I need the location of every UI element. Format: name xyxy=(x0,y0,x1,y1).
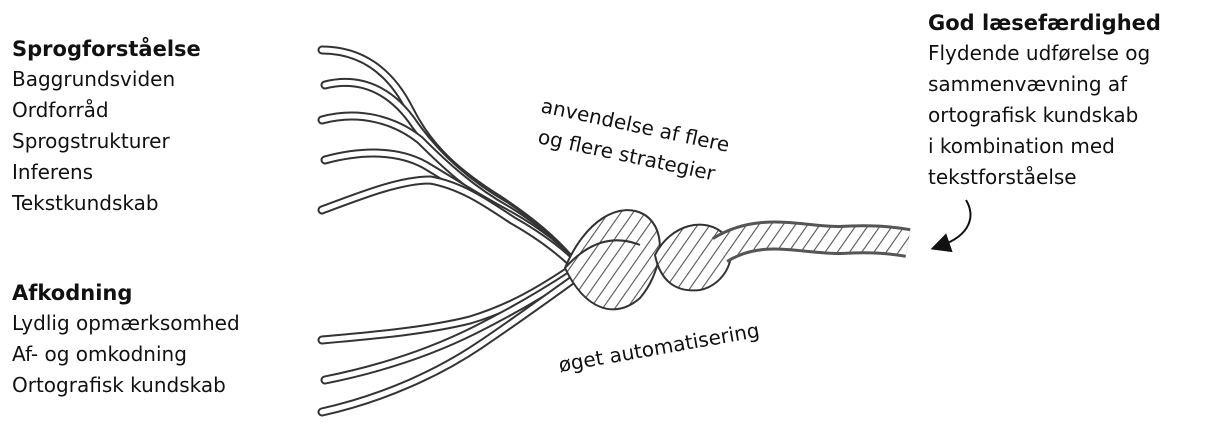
lower-strands xyxy=(317,265,583,417)
goal-line: sammenvævning af xyxy=(928,72,1128,96)
comprehension-item: Tekstkundskab xyxy=(12,191,159,215)
goal-block: God læsefærdighed Flydende udførelse og … xyxy=(928,8,1161,193)
goal-line: ortografisk kundskab xyxy=(928,103,1139,127)
goal-line: i kombination med xyxy=(928,134,1115,158)
comprehension-item: Sprogstrukturer xyxy=(12,129,170,153)
goal-line: Flydende udførelse og xyxy=(928,41,1151,65)
automation-annotation: øget automatisering xyxy=(557,318,762,377)
decoding-block: Afkodning Lydlig opmærksomhed Af- og omk… xyxy=(12,278,240,401)
curved-arrow-icon xyxy=(930,199,972,253)
comprehension-item: Baggrundsviden xyxy=(12,67,176,91)
comprehension-item: Ordforråd xyxy=(12,98,109,122)
comprehension-block: Sprogforståelse Baggrundsviden Ordforråd… xyxy=(12,34,201,219)
goal-line: tekstforståelse xyxy=(928,165,1077,189)
comprehension-item: Inferens xyxy=(12,160,94,184)
decoding-heading: Afkodning xyxy=(12,281,133,305)
twisted-rope xyxy=(563,209,911,311)
upper-strands xyxy=(317,45,589,280)
decoding-item: Lydlig opmærksomhed xyxy=(12,311,240,335)
comprehension-heading: Sprogforståelse xyxy=(12,37,201,61)
goal-heading: God læsefærdighed xyxy=(928,11,1161,35)
decoding-item: Af- og omkodning xyxy=(12,342,187,366)
decoding-item: Ortografisk kundskab xyxy=(12,373,226,397)
